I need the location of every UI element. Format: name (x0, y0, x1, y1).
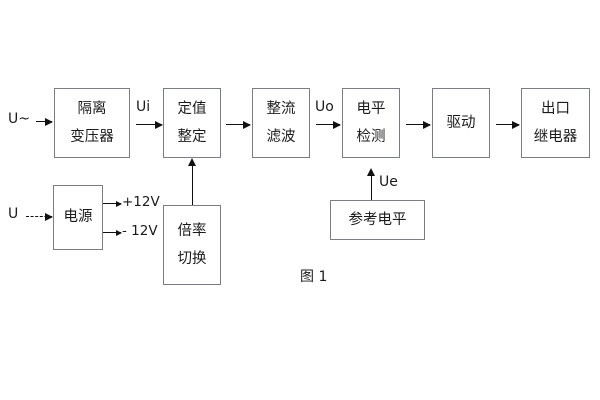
arrow-drive-to-output-relay (496, 120, 520, 129)
block-power-supply: 电源 (53, 185, 103, 250)
block-reference-level-line-1: 参考电平 (348, 211, 407, 228)
power-rail-positive-label: +12V (122, 194, 160, 210)
input-label-ac: U~ (8, 111, 30, 127)
block-rectify-filter: 整流 滤波 (252, 88, 310, 158)
block-output-relay: 出口 继电器 (521, 88, 590, 158)
block-setting-value-line-1: 定值 (177, 100, 207, 117)
block-isolation-transformer: 隔离 变压器 (54, 88, 130, 158)
input-label-dc: U (8, 206, 19, 222)
block-isolation-transformer-line-1: 隔离 (77, 100, 107, 117)
arrow-power-rail-positive (103, 200, 122, 207)
signal-label-uo: Uo (315, 99, 334, 115)
signal-label-ui: Ui (136, 99, 151, 115)
block-setting-value: 定值 整定 (163, 88, 221, 158)
block-level-detection-line-1: 电平 (356, 100, 386, 117)
arrow-power-rail-negative (103, 229, 122, 236)
arrow-level-detection-to-drive (406, 120, 431, 129)
block-ratio-switch: 倍率 切换 (163, 205, 221, 285)
block-level-detection: 电平 检测 (342, 88, 400, 158)
figure-caption: 图 1 (300, 269, 328, 285)
block-reference-level: 参考电平 (330, 200, 425, 240)
block-drive: 驱动 (432, 88, 490, 158)
block-ratio-switch-line-2: 切换 (177, 251, 207, 267)
arrow-setting-value-to-rectify-filter (226, 120, 251, 129)
arrow-reference-level-to-level-detection (367, 168, 376, 200)
block-drive-line-1: 驱动 (446, 114, 476, 131)
arrow-ac-to-isolation-transformer (36, 117, 53, 126)
block-power-supply-line-1: 电源 (63, 209, 93, 226)
arrow-dc-to-power-supply (26, 212, 53, 221)
block-rectify-filter-line-1: 整流 (266, 100, 296, 117)
block-rectify-filter-line-2: 滤波 (266, 129, 296, 145)
block-ratio-switch-line-1: 倍率 (177, 222, 207, 239)
block-isolation-transformer-line-2: 变压器 (70, 129, 114, 145)
arrow-ratio-switch-to-setting-value (188, 158, 197, 205)
block-output-relay-line-2: 继电器 (533, 129, 578, 145)
block-output-relay-line-1: 出口 (541, 100, 570, 117)
block-setting-value-line-2: 整定 (177, 129, 207, 145)
block-level-detection-line-2: 检测 (356, 129, 386, 145)
power-rail-negative-label: - 12V (122, 223, 158, 239)
arrow-rectify-filter-to-level-detection (316, 120, 341, 129)
arrow-isolation-transformer-to-setting-value (136, 120, 163, 129)
signal-label-ue: Ue (379, 174, 398, 190)
